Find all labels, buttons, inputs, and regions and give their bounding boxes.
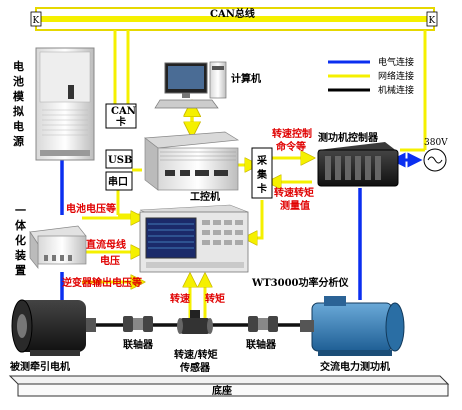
industrial-pc (144, 131, 240, 191)
battery-simulator-cabinet (35, 47, 95, 161)
ac-dyno-label: 交流电力测功机 (320, 360, 390, 373)
serial-box: 串口 (105, 171, 133, 191)
computer-label: 计算机 (231, 72, 261, 85)
can-card-label: CAN 卡 (111, 106, 139, 128)
can-card-box: CAN 卡 (105, 103, 139, 129)
legend-network: 网络连接 (378, 70, 414, 82)
bus-title: CAN总线 (210, 7, 255, 20)
speed-signal-label: 转速 (170, 292, 190, 305)
voltage-source (423, 148, 447, 172)
ac-dynamometer (300, 296, 405, 356)
speed-torque-measure-label: 转速转矩 测量值 (274, 186, 317, 212)
battery-simulator-text: 电 池 模 拟 电 源 (13, 59, 28, 148)
electric-connections (60, 160, 362, 300)
dyno-controller-label: 测功机控制器 (318, 131, 379, 144)
can-bus: K K CAN总线 (30, 7, 438, 31)
legend-electric: 电气连接 (378, 56, 414, 68)
torque-sensor (177, 310, 213, 334)
battery-simulator-label: 电 池 模 拟 电 源 (13, 59, 28, 148)
battery-voltage-label: 电池电压等 (66, 202, 116, 215)
coupling-right-label: 联轴器 (246, 338, 277, 351)
bus-terminator-right (426, 11, 438, 27)
integrated-device (29, 225, 87, 269)
torque-signal-label: 转矩 (205, 292, 225, 305)
inverter-output-label: 逆变器输出电压等 (62, 276, 142, 289)
dc-bus-label: 直流母线 电压 (86, 238, 129, 267)
bus-end-right-label: K (429, 16, 436, 26)
acquisition-card-box: 采 集 卡 (251, 147, 273, 199)
usb-label: USB (108, 155, 132, 166)
dyno-controller (317, 142, 399, 187)
coupling-right (248, 316, 278, 332)
voltage-label: 380V (424, 138, 448, 148)
bus-terminator-left (30, 11, 42, 27)
legend-mechanical: 机械连接 (378, 84, 414, 96)
traction-motor (11, 299, 96, 356)
motor-label: 被测牵引电机 (10, 360, 70, 373)
ac-sine-icon (427, 156, 443, 164)
computer (154, 61, 227, 109)
coupling-left (123, 316, 153, 332)
integrated-device-label: 一 体 化 装 置 (14, 204, 30, 277)
base-platform (8, 375, 450, 397)
speed-command-label: 转速控制 命令等 (272, 127, 315, 153)
ipc-label: 工控机 (190, 190, 220, 203)
base-label: 底座 (212, 384, 232, 397)
coupling-left-label: 联轴器 (123, 338, 154, 351)
acquisition-card-label: 采 集 卡 (256, 154, 270, 195)
usb-box: USB (105, 149, 133, 169)
power-analyzer-label: WT3000功率分析仪 (251, 276, 350, 289)
torque-sensor-label: 转速/转矩 传感器 (174, 348, 221, 374)
legend: 电气连接 网络连接 机械连接 (328, 56, 414, 96)
integrated-device-text: 一 体 化 装 置 (14, 204, 30, 277)
bus-end-left-label: K (33, 16, 40, 26)
card-analyzer-link (250, 200, 264, 238)
power-analyzer (139, 204, 249, 273)
serial-label: 串口 (108, 175, 128, 188)
network-connections (113, 30, 427, 217)
